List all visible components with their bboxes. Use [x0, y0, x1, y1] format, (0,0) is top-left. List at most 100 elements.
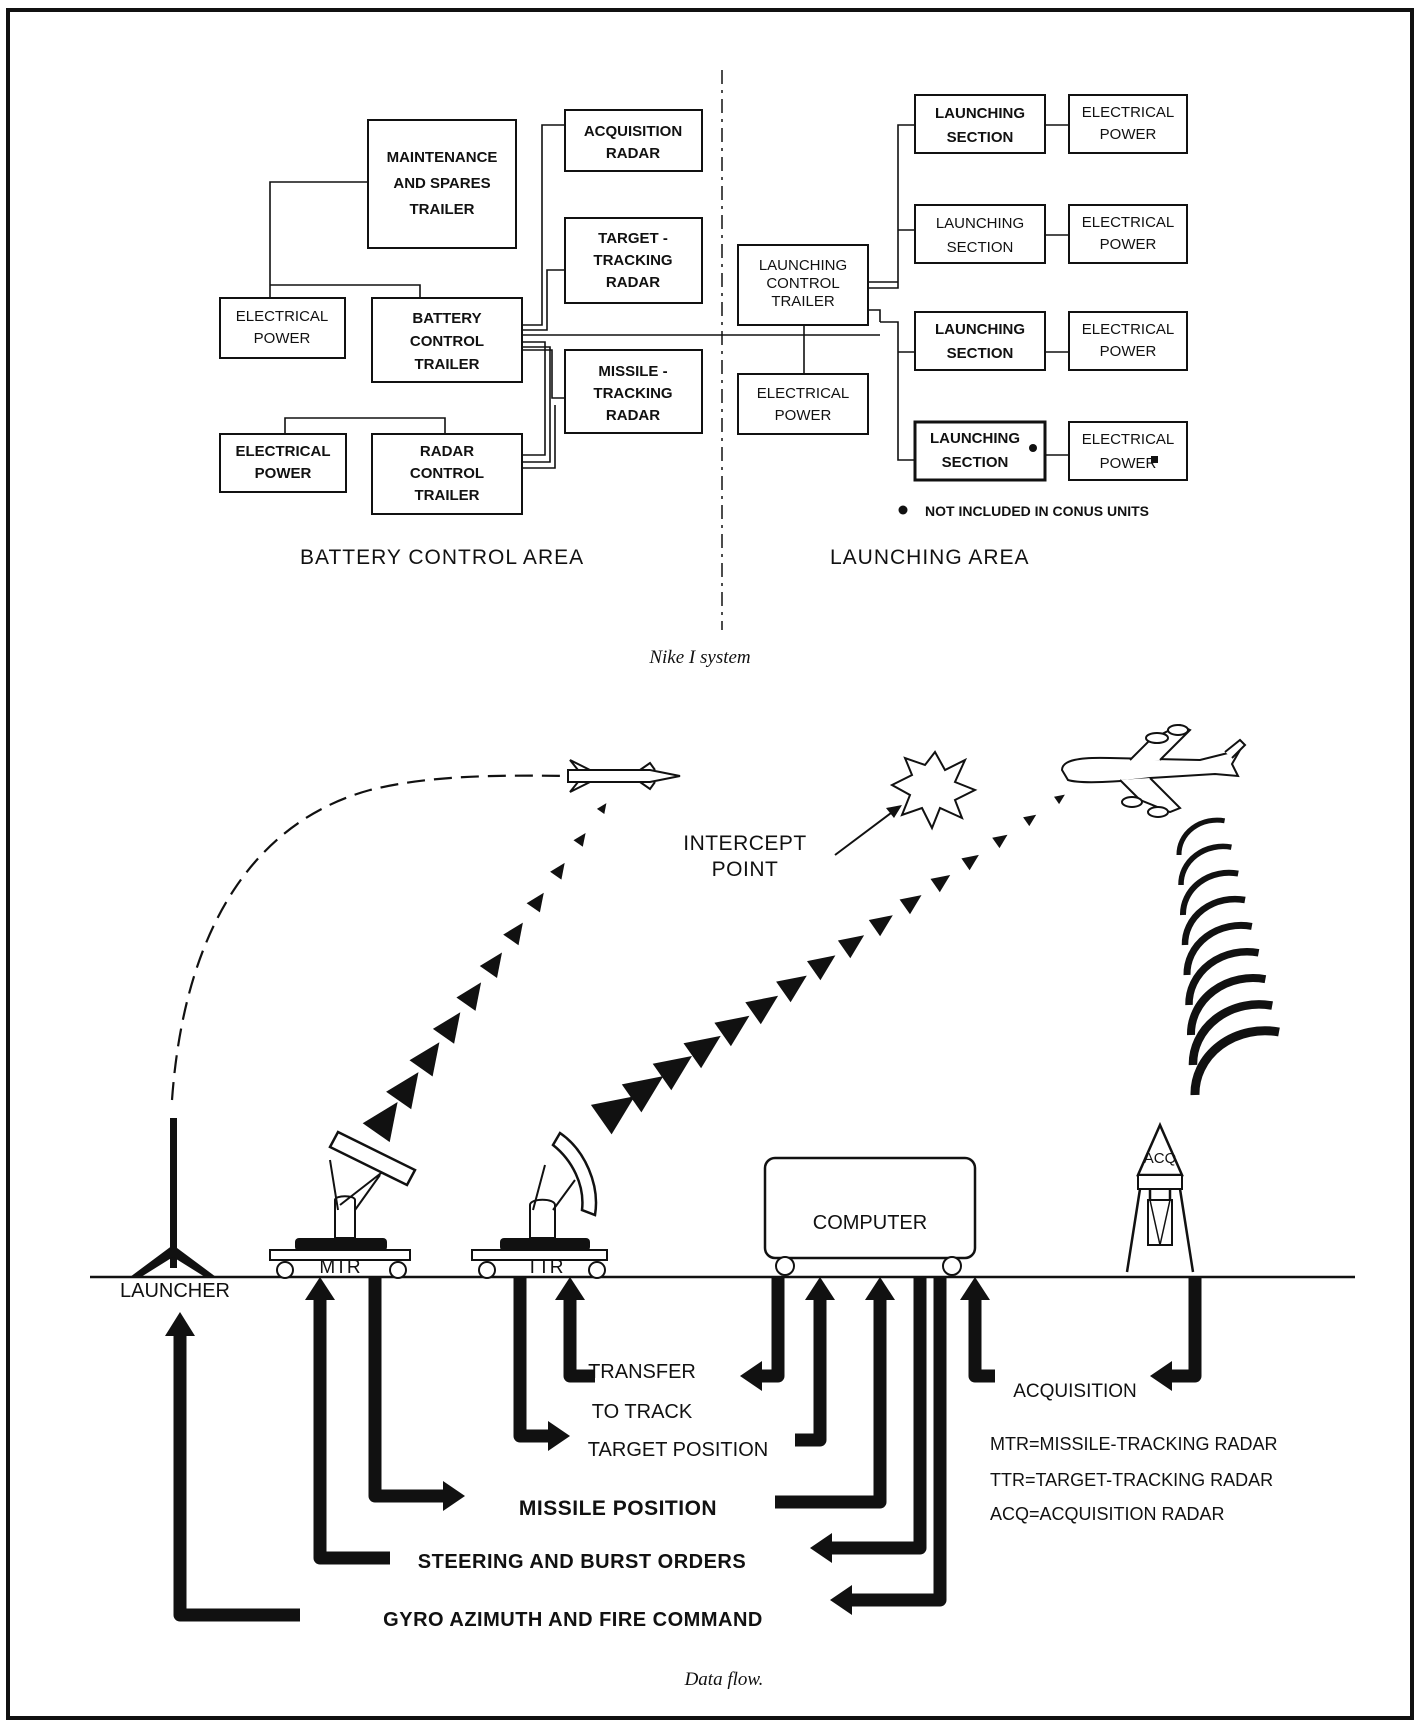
box-radar-control-trailer: RADAR CONTROL TRAILER: [371, 433, 523, 515]
caption-data-flow: Data flow.: [684, 1669, 764, 1690]
label-line: SECTION: [942, 454, 1009, 471]
label-line: LAUNCHING: [935, 321, 1025, 338]
arrow-steering: [830, 1277, 927, 1555]
beam-triangle: [868, 915, 893, 937]
label-line: TARGET -: [598, 230, 668, 247]
beam-triangle: [961, 854, 979, 871]
transfer-label: TRANSFER: [588, 1361, 696, 1383]
acq-radar-waves: [1176, 817, 1280, 1096]
label-line: RADAR: [420, 443, 474, 460]
legend-ttr: TTR=TARGET-TRACKING RADAR: [990, 1470, 1273, 1490]
acquisition-label: ACQUISITION: [1013, 1381, 1137, 1402]
label-line: MAINTENANCE: [387, 149, 498, 166]
label-line: TRAILER: [771, 293, 835, 310]
box-battery-control-trailer: BATTERY CONTROL TRAILER: [371, 297, 523, 383]
beam-triangle: [596, 803, 607, 814]
label-electrical-power-2: ELECTRICAL POWER: [236, 443, 331, 482]
burst-icon: [889, 750, 978, 831]
label-electrical-power-1: ELECTRICAL POWER: [236, 308, 329, 347]
mtr-label: MTR: [319, 1257, 360, 1278]
beam-triangle: [432, 1012, 461, 1044]
label-line: POWER: [1100, 126, 1157, 143]
label-launching-section-3: LAUNCHING SECTION: [935, 321, 1025, 362]
label-line: ELECTRICAL: [1082, 214, 1175, 231]
target-position-label: TARGET POSITION: [588, 1439, 768, 1461]
beam-triangle: [745, 995, 779, 1025]
footnote-square: [1151, 456, 1158, 463]
launcher-label: LAUNCHER: [120, 1280, 230, 1302]
label-line: TRAILER: [410, 201, 475, 218]
beam-triangle: [550, 862, 565, 880]
label-line: BATTERY: [412, 310, 481, 327]
label-line: CONTROL: [410, 333, 484, 350]
radar-wave: [1183, 921, 1253, 976]
label-line: MISSILE -: [598, 363, 667, 380]
label-line: LAUNCHING: [936, 215, 1024, 232]
computer-label: COMPUTER: [813, 1212, 927, 1234]
beam-triangle: [899, 895, 922, 915]
label-line: SECTION: [947, 345, 1014, 362]
radar-wave: [1181, 895, 1246, 946]
beam-triangle: [456, 982, 482, 1011]
beam-triangle: [992, 834, 1008, 849]
radar-wave: [1186, 974, 1267, 1036]
footnote-dot-1: [1029, 444, 1037, 452]
steering-label: STEERING AND BURST ORDERS: [418, 1551, 746, 1573]
label-line: CONTROL: [410, 465, 484, 482]
legend-acq: ACQ=ACQUISITION RADAR: [990, 1504, 1225, 1524]
mtr-beam: [362, 803, 607, 1143]
label-line: POWER: [254, 330, 311, 347]
computer-icon: [763, 1156, 977, 1276]
label-line: TRAILER: [415, 487, 480, 504]
radar-wave: [1176, 817, 1226, 856]
beam-triangle: [362, 1102, 398, 1143]
radar-wave: [1179, 869, 1239, 916]
beam-triangle: [1023, 814, 1037, 827]
connector-lines-launching: [803, 124, 1069, 461]
radar-wave: [1188, 1000, 1273, 1066]
label-line: TRACKING: [593, 252, 672, 269]
beam-triangle: [652, 1056, 692, 1091]
beam-triangle: [837, 935, 865, 959]
footnote-text: NOT INCLUDED IN CONUS UNITS: [925, 503, 1149, 519]
label-radar-control-trailer: RADAR CONTROL TRAILER: [410, 443, 484, 504]
label-line: POWER: [255, 465, 312, 482]
label-line: ELECTRICAL: [1082, 104, 1175, 121]
label-line: TRAILER: [415, 356, 480, 373]
beam-triangle: [526, 892, 544, 913]
beam-triangle: [1054, 794, 1065, 805]
box-electrical-power-2: ELECTRICAL POWER: [219, 433, 347, 493]
beam-triangle: [807, 955, 836, 981]
footnote-bullet: [898, 505, 908, 515]
label-line: LAUNCHING: [759, 257, 847, 274]
arrow-acquisition: [1170, 1277, 1202, 1383]
caption-nike-system: Nike I system: [648, 647, 750, 668]
intercept-arrowhead: [886, 805, 902, 818]
box-electrical-power-1: ELECTRICAL POWER: [219, 297, 346, 359]
ttr-beam: [590, 794, 1065, 1135]
beam-triangle: [503, 922, 523, 946]
arrow-missile-position: [368, 1277, 445, 1503]
label-line: ELECTRICAL: [236, 308, 329, 325]
label-line: ELECTRICAL: [236, 443, 331, 460]
radar-wave: [1185, 947, 1260, 1006]
aircraft-icon: [1060, 723, 1247, 818]
